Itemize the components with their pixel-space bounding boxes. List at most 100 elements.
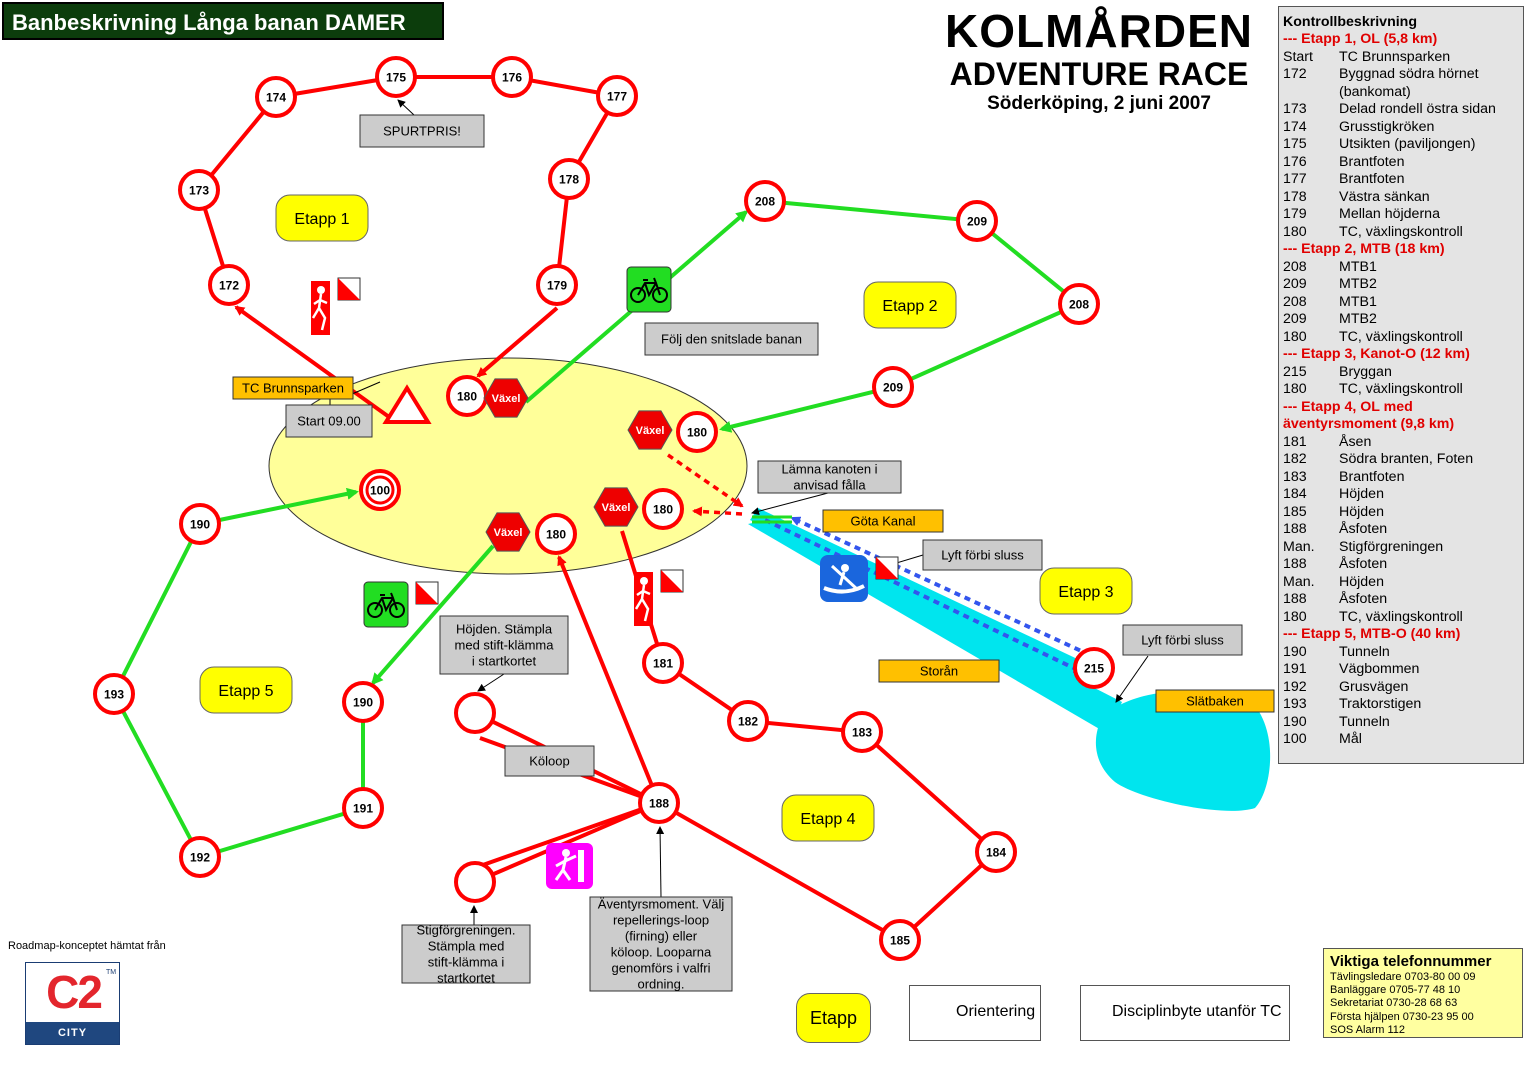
legend-disciplinbyte-label: Disciplinbyte utanför TC [1112, 1003, 1282, 1020]
control-row-code: 181 [1283, 433, 1307, 450]
vaxel-sign: Växel [593, 487, 639, 527]
control-code: 193 [104, 688, 124, 702]
control-code: 191 [353, 802, 373, 816]
control-code: 178 [559, 173, 579, 187]
route-etapp-3 [667, 453, 1091, 674]
control-row-code: 191 [1283, 661, 1307, 677]
control-row-description: Stigförgreningen [1339, 538, 1444, 555]
svg-text:SPURTPRIS!: SPURTPRIS! [383, 124, 461, 139]
control-row: 177 Brantfoten [1283, 171, 1519, 189]
control-row-code: 176 [1283, 153, 1307, 170]
control-row-description: Utsikten (paviljongen) [1339, 136, 1476, 152]
control-circle [454, 692, 496, 734]
legend-disciplinbyte-box [1080, 985, 1290, 1041]
control-circle: 184 [975, 831, 1017, 873]
control-code: 173 [189, 184, 209, 198]
callout-pointers [329, 99, 1149, 925]
control-row-code: 180 [1283, 381, 1307, 397]
control-code: 180 [687, 426, 707, 440]
control-circle: 192 [179, 836, 221, 878]
control-circle: 191 [342, 787, 384, 829]
control-row-code: 188 [1283, 521, 1307, 537]
control-row-description: Byggnad södra hörnet (bankomat) [1339, 66, 1479, 100]
svg-text:Start 09.00: Start 09.00 [297, 414, 361, 429]
control-row-description: MTB1 [1339, 293, 1377, 310]
etapp-label: Etapp 3 [1039, 567, 1133, 615]
control-row-code: 188 [1283, 591, 1307, 607]
control-circle: 181 [642, 642, 684, 684]
svg-text:Etapp 2: Etapp 2 [882, 298, 937, 315]
stage-heading: --- Etapp 3, Kanot-O (12 km) [1283, 346, 1470, 362]
control-row-description: Åsfoten [1339, 521, 1388, 537]
control-row: 188 Åsfoten [1283, 521, 1519, 539]
control-row-code: 192 [1283, 678, 1307, 695]
vaxel-label: Växel [494, 527, 523, 539]
control-row-description: Brantfoten [1339, 171, 1405, 187]
phone-line: Banläggare 0705-77 48 10 [1330, 984, 1461, 997]
svg-text:Lyft förbi sluss: Lyft förbi sluss [1141, 633, 1224, 648]
control-row-description: Bryggan [1339, 363, 1392, 380]
control-circle: 173 [178, 169, 220, 211]
brand-line-3: Söderköping, 2 juni 2007 [987, 93, 1211, 114]
city-challenge-logo: C2 TM CITY CHALLENGE [25, 962, 120, 1061]
control-row-description: Traktorstigen [1339, 696, 1422, 712]
control-row-code: 177 [1283, 171, 1307, 187]
control-row-code: 190 [1283, 713, 1307, 730]
control-row-description: MTB1 [1339, 258, 1377, 275]
control-circle: 172 [208, 264, 250, 306]
control-row: Man.Höjden [1283, 574, 1519, 592]
control-code: 209 [883, 381, 903, 395]
brand-line-1: KOLMÅRDEN [945, 5, 1253, 57]
phone-line: Första hjälpen 0730-23 95 00 [1330, 1010, 1474, 1023]
control-row: 190 Tunneln [1283, 714, 1519, 732]
control-row-code: Start [1283, 48, 1313, 65]
control-circle: 208 [744, 180, 786, 222]
c2-logo-mark: C2 [46, 966, 103, 1018]
slatbaken-water [1095, 690, 1271, 811]
brand-line-2: ADVENTURE RACE [949, 56, 1249, 92]
orienteering-flag-icon [415, 581, 439, 605]
control-row-description: Höjden [1339, 503, 1384, 520]
control-row-code: 175 [1283, 136, 1307, 152]
control-code: 176 [502, 71, 522, 85]
legend-etapp: Etapp [796, 993, 871, 1043]
svg-text:Etapp 3: Etapp 3 [1058, 584, 1113, 601]
control-circle: 176 [491, 56, 533, 98]
control-row-description: MTB2 [1339, 276, 1377, 292]
stage-heading: --- Etapp 4, OL med äventyrsmoment (9,8 … [1283, 398, 1455, 433]
control-code: 190 [190, 518, 210, 532]
control-circle: 193 [93, 673, 135, 715]
control-code: 192 [190, 851, 210, 865]
control-circle: 185 [879, 919, 921, 961]
control-description-panel: Kontrollbeskrivning --- Etapp 1, OL (5,8… [1278, 6, 1524, 764]
etapp-label: Etapp 4 [781, 794, 875, 842]
orienteering-flag-icon [875, 556, 899, 580]
control-row-description: Grusstigkröken [1339, 118, 1435, 135]
control-circle: 215 [1073, 647, 1115, 689]
place-label: TC Brunnsparken [232, 376, 354, 400]
info-box: Följ den snitslade banan [644, 322, 819, 356]
control-row-description: Tunneln [1339, 713, 1390, 730]
control-row-code: 209 [1283, 276, 1307, 292]
control-row-description: TC Brunnsparken [1339, 48, 1451, 65]
control-circle: 190 [342, 681, 384, 723]
control-code: 179 [547, 279, 567, 293]
control-circle [454, 861, 496, 903]
control-code: 183 [852, 726, 872, 740]
control-circle: 209 [872, 366, 914, 408]
control-code: 180 [546, 528, 566, 542]
place-label: Göta Kanal [822, 509, 944, 533]
control-row-code: 185 [1283, 503, 1307, 520]
legend-orientering-label: Orientering [956, 1003, 1036, 1020]
